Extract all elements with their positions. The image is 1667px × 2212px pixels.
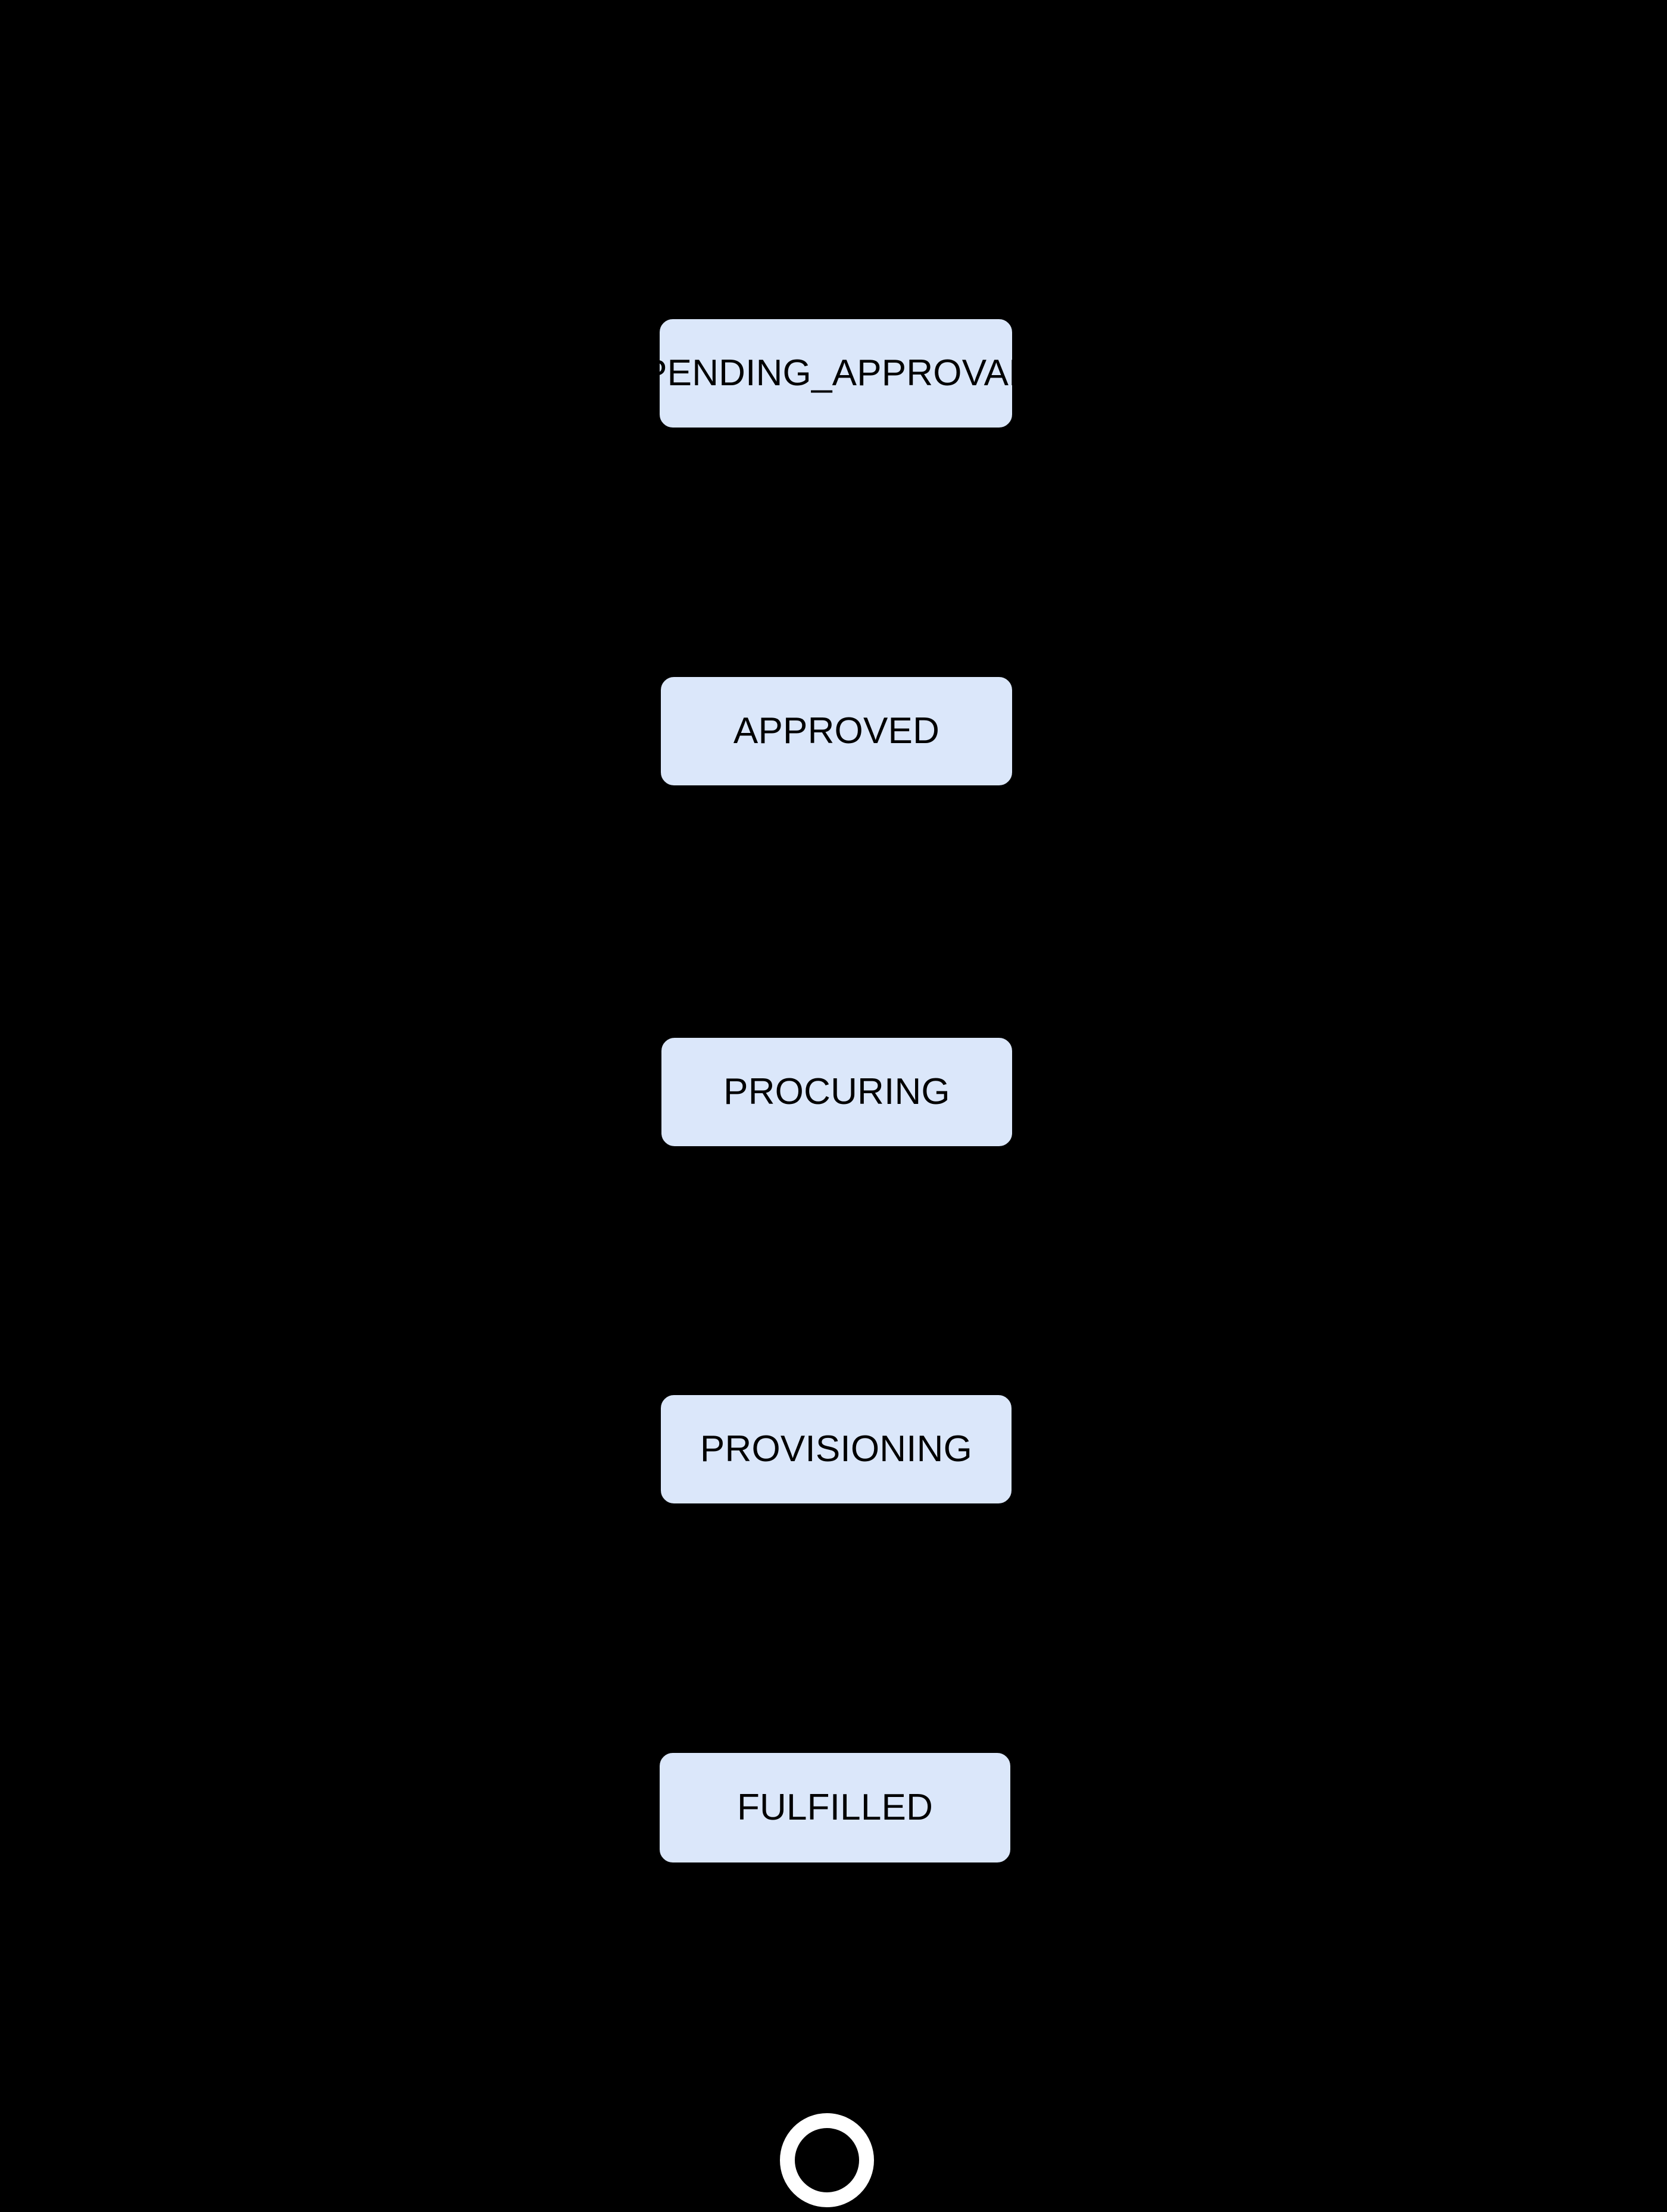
node-label-pending-approval: PENDING_APPROVAL — [642, 352, 1029, 394]
node-label-provisioning: PROVISIONING — [700, 1428, 973, 1470]
node-provisioning[interactable]: PROVISIONING — [661, 1395, 1012, 1503]
node-fulfilled[interactable]: FULFILLED — [660, 1753, 1010, 1862]
end-state-ring-icon[interactable] — [780, 2113, 874, 2207]
node-procuring[interactable]: PROCURING — [661, 1038, 1012, 1146]
node-approved[interactable]: APPROVED — [661, 677, 1012, 785]
node-pending-approval[interactable]: PENDING_APPROVAL — [642, 319, 1029, 428]
node-label-procuring: PROCURING — [723, 1071, 950, 1112]
edge-fulfilled-to-end-state — [815, 1862, 845, 2112]
node-label-approved: APPROVED — [733, 710, 940, 751]
node-label-fulfilled: FULFILLED — [736, 1787, 934, 1828]
